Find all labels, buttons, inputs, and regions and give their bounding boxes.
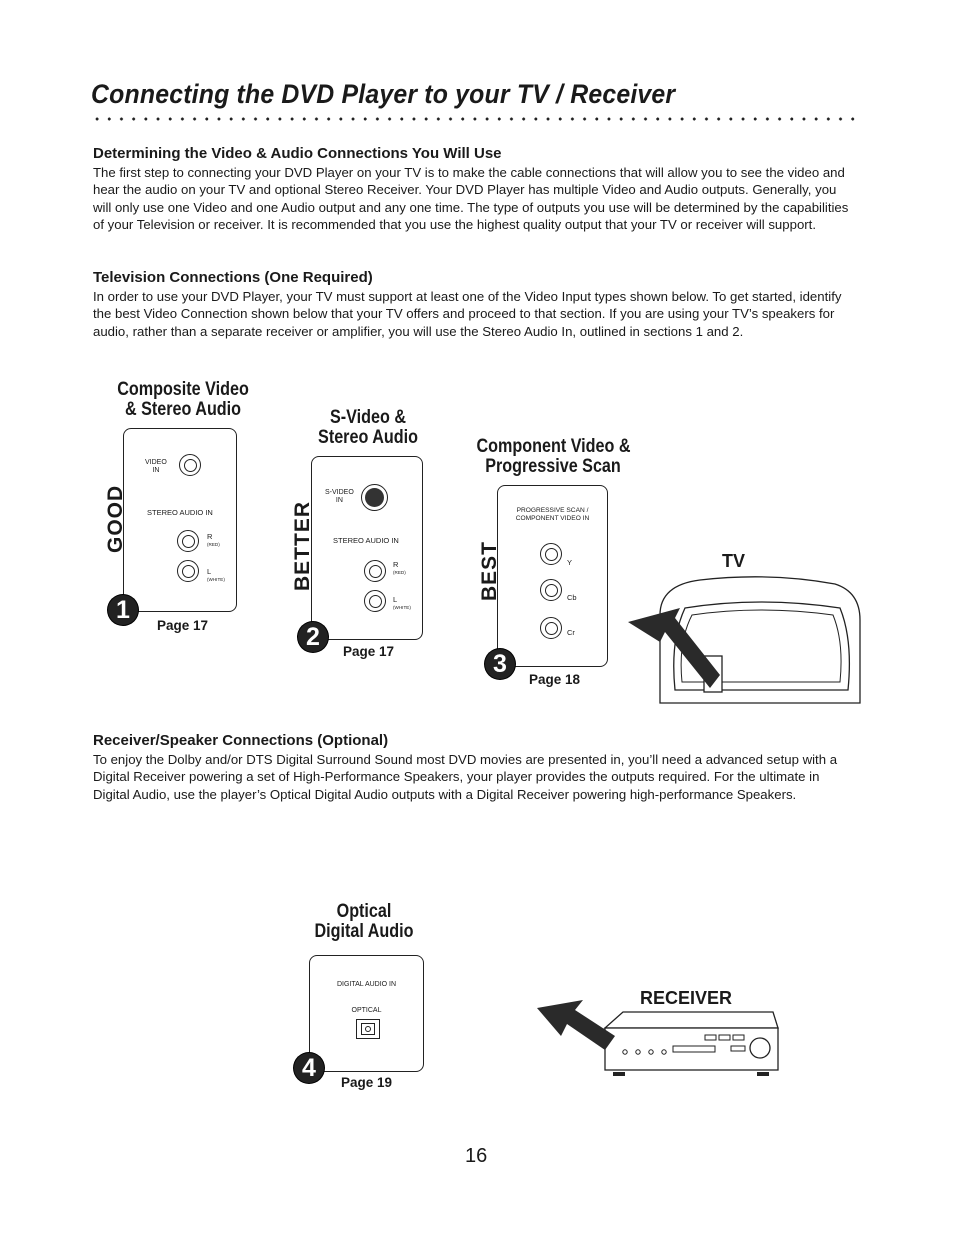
page-ref-18: Page 18 <box>529 672 581 687</box>
red-label: (RED) <box>207 542 220 547</box>
r-label-2: R <box>393 560 399 569</box>
cr-label: Cr <box>567 628 575 637</box>
audio-r-jack <box>177 530 199 552</box>
title-dotted-rule <box>91 116 861 122</box>
page-ref-17a: Page 17 <box>157 618 209 633</box>
television-body: In order to use your DVD Player, your TV… <box>93 289 842 339</box>
optical-jack <box>356 1019 380 1039</box>
page-number: 16 <box>465 1145 488 1167</box>
badge-4: 4 <box>294 1053 324 1083</box>
audio-r-jack-2 <box>364 560 386 582</box>
television-heading: Television Connections (One Required) <box>93 269 373 286</box>
white-label: (WHITE) <box>207 577 225 582</box>
page-title: Connecting the DVD Player to your TV / R… <box>91 79 676 109</box>
page-ref-19: Page 19 <box>341 1075 393 1090</box>
red-label-2: (RED) <box>393 570 406 575</box>
optical-label: OPTICAL <box>351 1007 382 1014</box>
rating-good: GOOD <box>104 484 127 553</box>
audio-l-jack <box>177 560 199 582</box>
r-label: R <box>207 532 213 541</box>
l-label: L <box>207 567 212 576</box>
audio-l-jack-2 <box>364 590 386 612</box>
badge-3: 3 <box>485 649 515 679</box>
stereo-audio-label-2: STEREO AUDIO IN <box>333 536 399 545</box>
determining-body: The first step to connecting your DVD Pl… <box>93 165 849 233</box>
svideo-jack <box>361 484 388 511</box>
y-jack <box>540 543 562 565</box>
stereo-audio-label: STEREO AUDIO IN <box>147 508 213 517</box>
badge-2: 2 <box>298 622 328 652</box>
determining-heading: Determining the Video & Audio Connection… <box>93 145 502 162</box>
receiver-heading: Receiver/Speaker Connections (Optional) <box>93 732 389 749</box>
badge-1: 1 <box>108 595 138 625</box>
rating-better: BETTER <box>291 501 314 591</box>
tv-icon <box>628 576 861 704</box>
digital-audio-label: DIGITAL AUDIO IN <box>336 981 397 988</box>
receiver-icon <box>537 1000 779 1076</box>
component-panel: PROGRESSIVE SCAN /COMPONENT VIDEO IN Y C… <box>497 485 608 667</box>
cb-jack <box>540 579 562 601</box>
rating-best: BEST <box>478 540 501 601</box>
component-caption: Component Video &Progressive Scan <box>476 436 631 477</box>
video-jack <box>179 454 201 476</box>
white-label-2: (WHITE) <box>393 605 411 610</box>
cr-jack <box>540 617 562 639</box>
tv-label: TV <box>722 551 746 571</box>
receiver-body: To enjoy the Dolby and/or DTS Digital Su… <box>93 752 838 802</box>
page-ref-17b: Page 17 <box>343 644 395 659</box>
composite-caption: Composite Video& Stereo Audio <box>117 379 249 420</box>
optical-panel: DIGITAL AUDIO IN OPTICAL <box>309 955 424 1072</box>
cb-label: Cb <box>567 593 577 602</box>
component-label: PROGRESSIVE SCAN /COMPONENT VIDEO IN <box>515 507 590 522</box>
l-label-2: L <box>393 595 398 604</box>
receiver-label: RECEIVER <box>640 988 733 1008</box>
svideo-caption: S-Video &Stereo Audio <box>318 407 418 448</box>
y-label: Y <box>567 558 573 567</box>
